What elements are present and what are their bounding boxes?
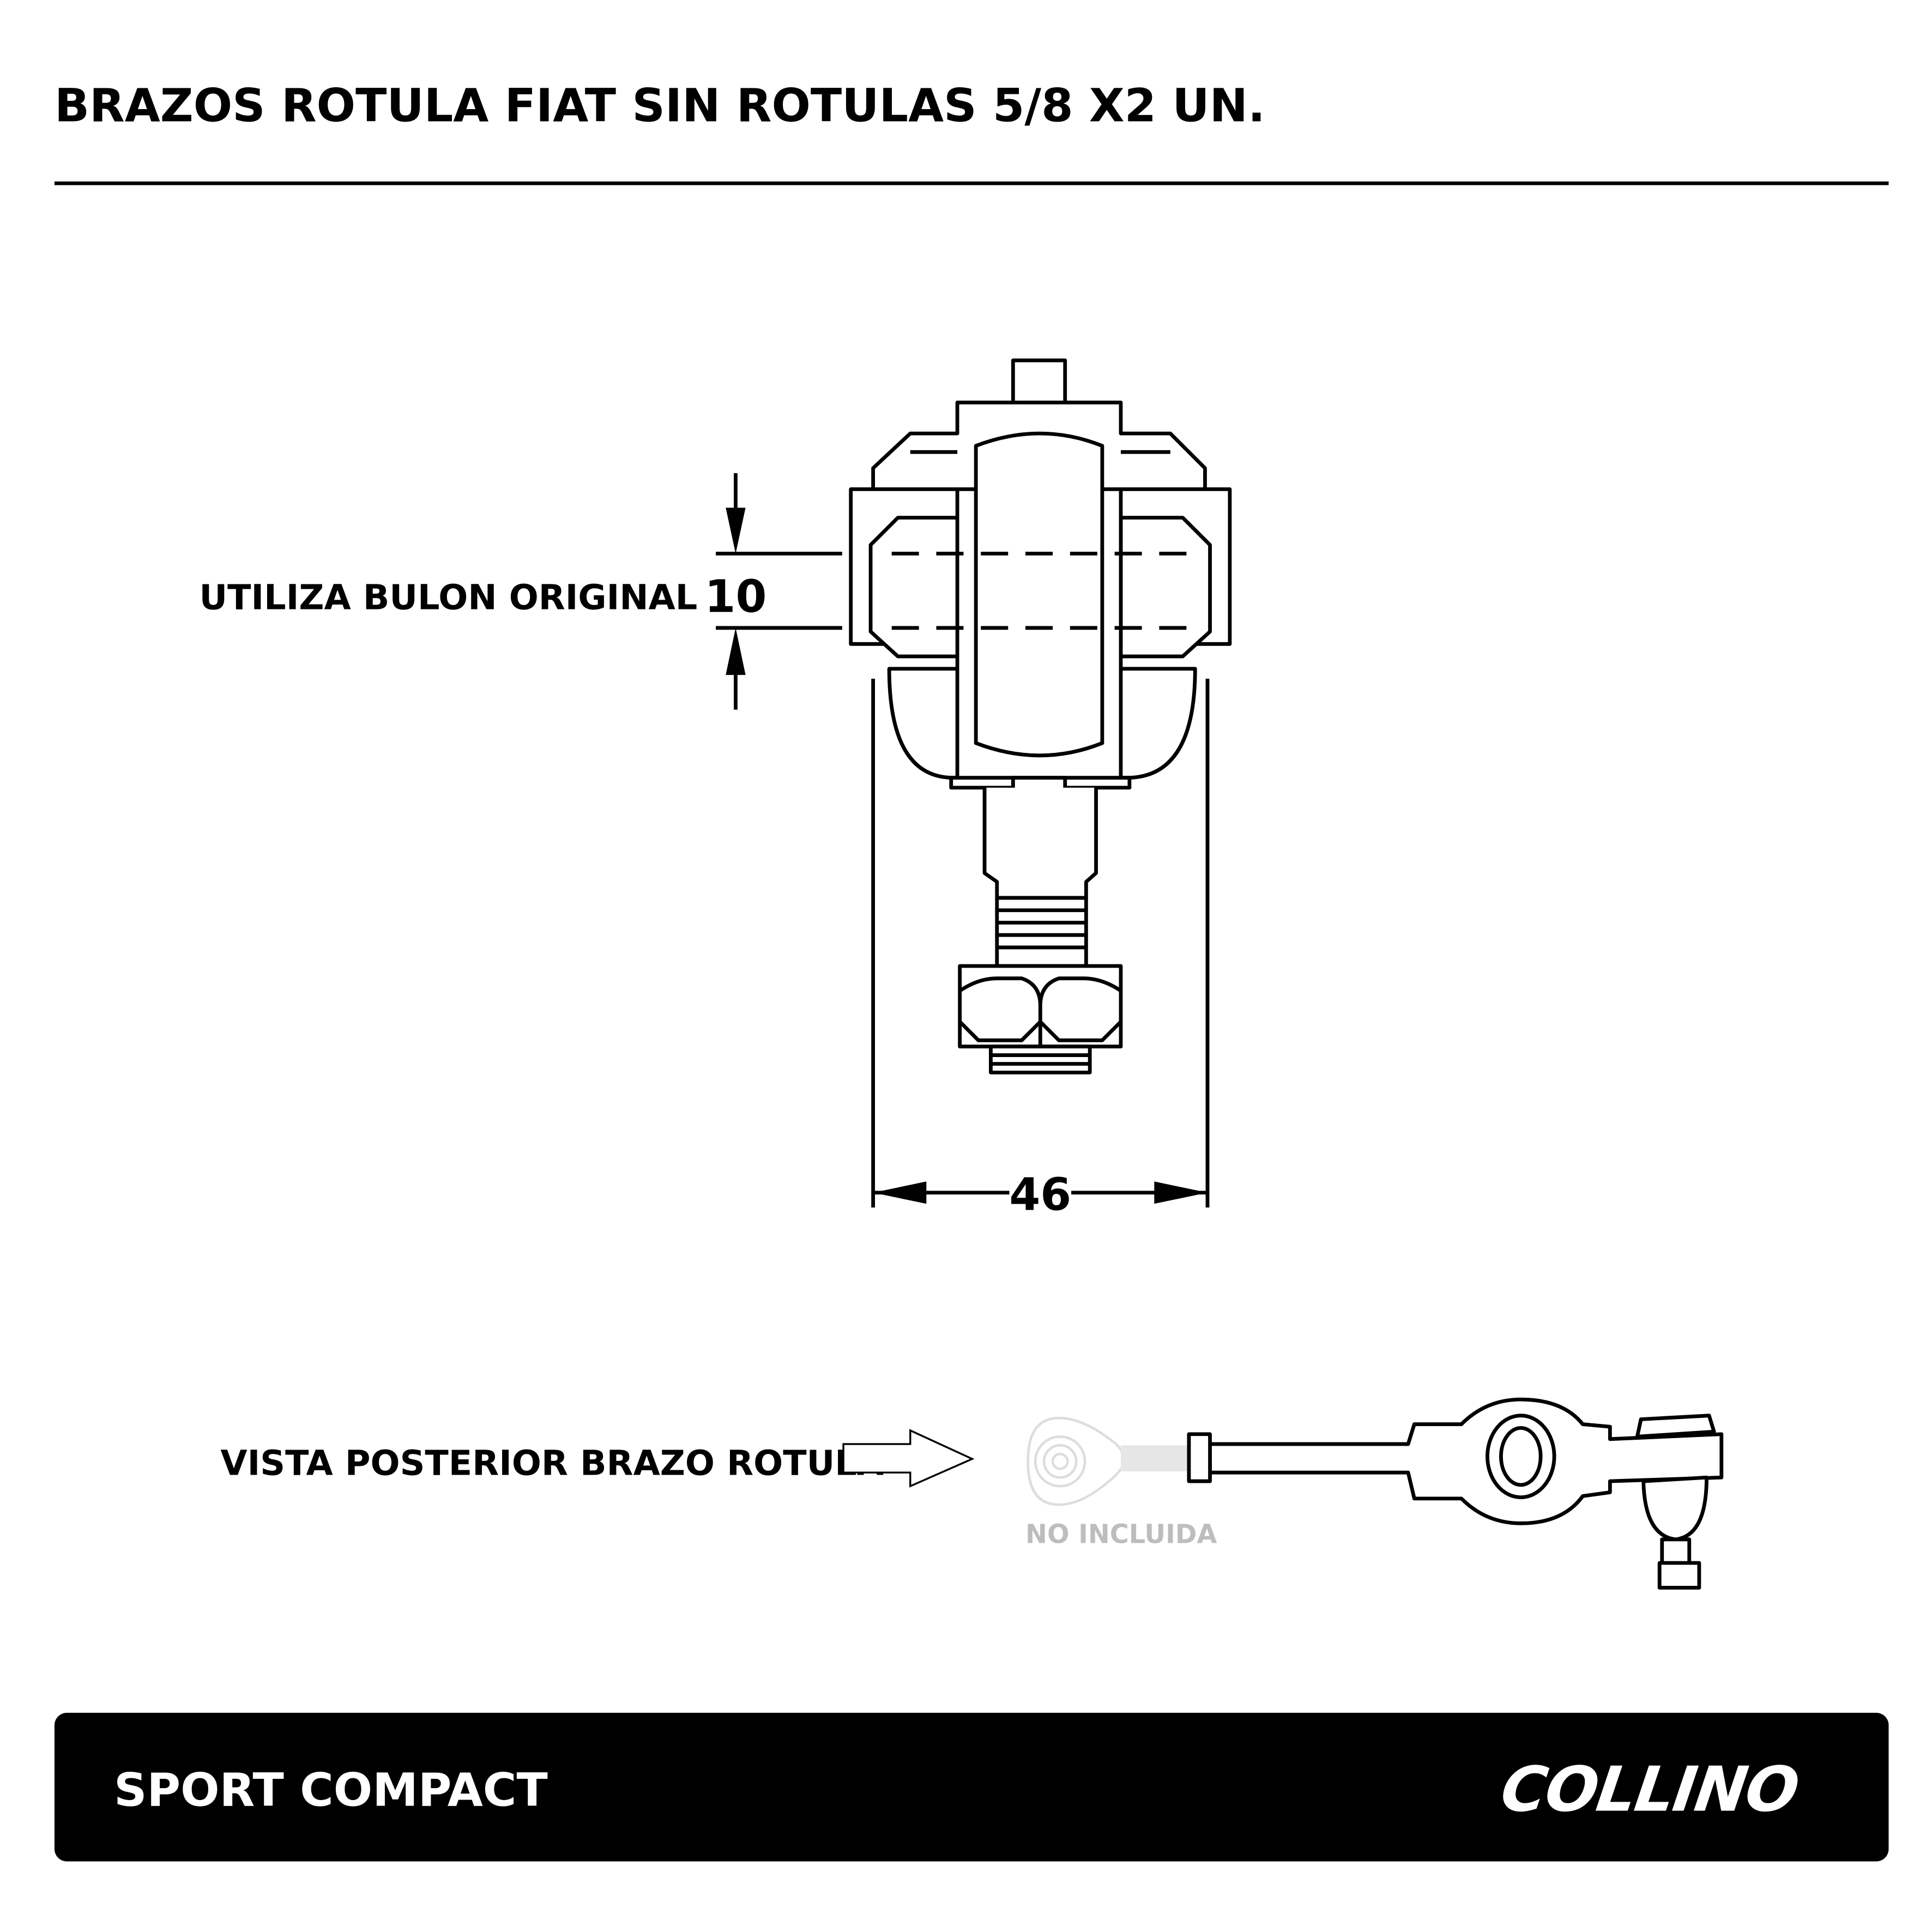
arrow-left-icon xyxy=(873,1181,927,1204)
rear-view-label: VISTA POSTERIOR BRAZO ROTULA xyxy=(220,1444,884,1484)
not-included-label: NO INCLUIDA xyxy=(1025,1520,1217,1550)
product-line: SPORT COMPACT xyxy=(114,1763,548,1816)
width-dimension xyxy=(871,678,1210,1208)
height-value: 10 xyxy=(705,571,767,623)
control-arm-rear-view xyxy=(1187,1397,1724,1590)
pointer-arrow-icon xyxy=(842,1429,975,1488)
arrow-up-icon xyxy=(726,627,746,675)
height-dimension xyxy=(716,473,842,710)
bolt-note: UTILIZA BULON ORIGINAL xyxy=(199,578,697,618)
arrow-right-icon xyxy=(1154,1181,1208,1204)
width-value: 46 xyxy=(1009,1169,1071,1221)
collino-logo: COLLINO xyxy=(1496,1753,1802,1825)
ball-joint-front-view xyxy=(849,358,1232,1074)
page-title: BRAZOS ROTULA FIAT SIN ROTULAS 5/8 X2 UN… xyxy=(55,79,1265,132)
footer-bar xyxy=(54,1712,1889,1862)
ghost-ball-joint-not-included xyxy=(1027,1416,1189,1506)
arrow-down-icon xyxy=(726,508,746,554)
